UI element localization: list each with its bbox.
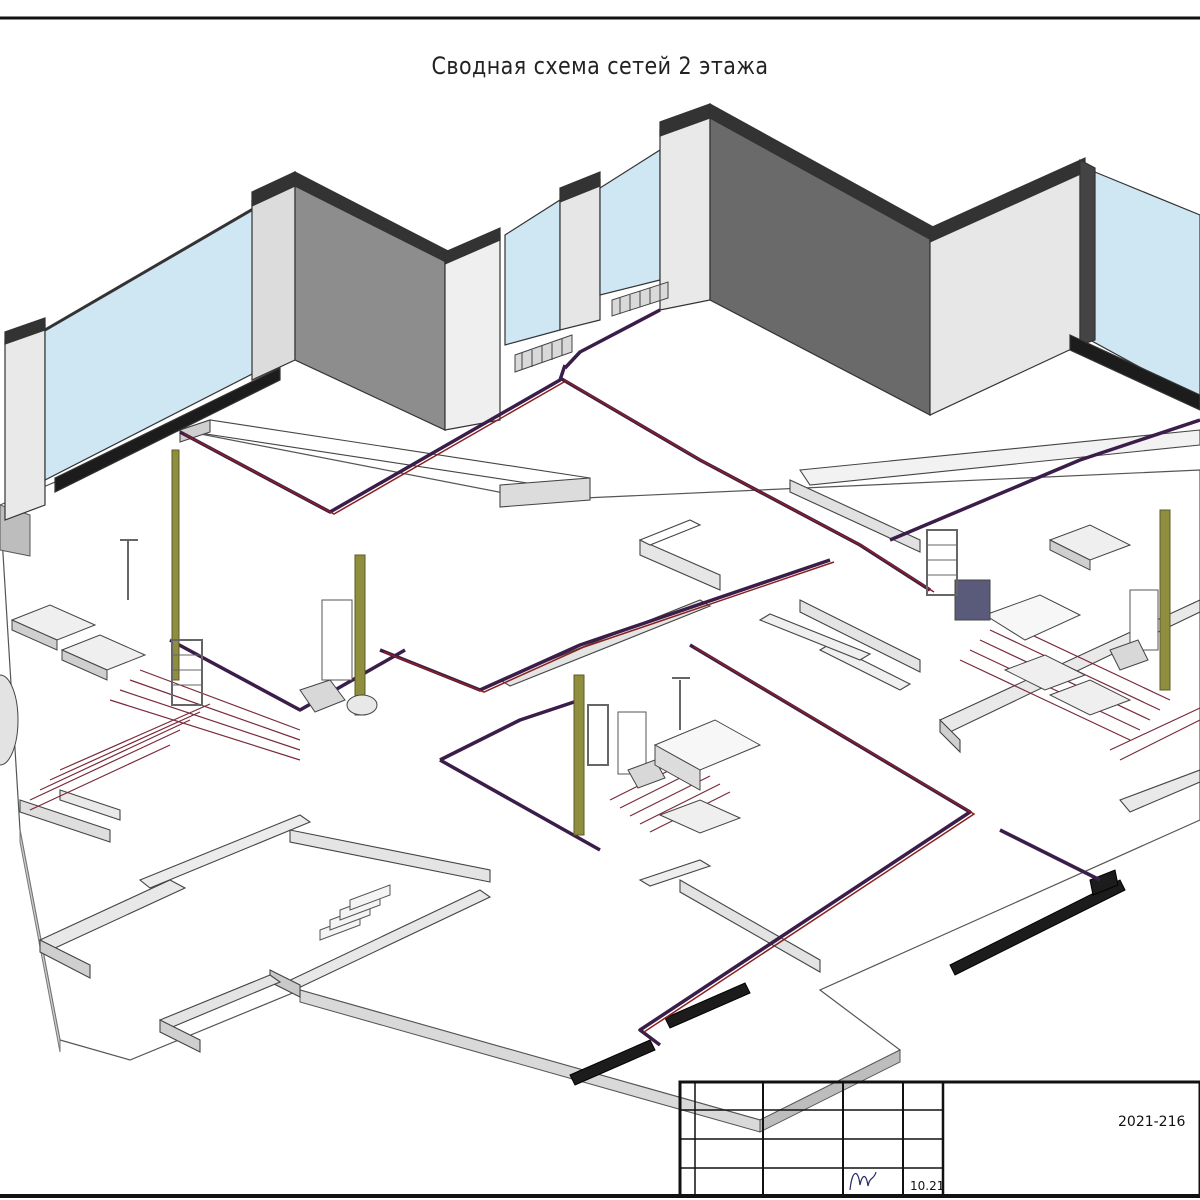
- sink: [1048, 679, 1132, 716]
- toilet: [299, 679, 346, 713]
- stairs: [319, 884, 391, 941]
- riser: [354, 554, 366, 716]
- window-middle-1: [504, 198, 561, 346]
- riser: [171, 449, 180, 681]
- drawing-title: Сводная схема сетей 2 этажа: [431, 52, 769, 80]
- signature: [849, 1171, 877, 1191]
- sink: [1003, 654, 1087, 691]
- convector: [664, 982, 751, 1029]
- bathtub: [983, 594, 1082, 641]
- riser: [1159, 509, 1171, 691]
- toilet: [1109, 639, 1149, 671]
- heated-towel-rail: [587, 704, 609, 766]
- floor-convectors: [569, 869, 1126, 1086]
- convector: [1089, 869, 1119, 896]
- window-radiators: [514, 281, 669, 373]
- title-block: [678, 1080, 1200, 1198]
- shower-column: [672, 677, 690, 730]
- exterior-walls: [4, 102, 1200, 521]
- convector: [569, 1039, 656, 1086]
- floor-slabs: [0, 429, 1200, 1133]
- supply-pipes: [183, 379, 976, 1033]
- stamp-code: 2021-216: [1118, 1114, 1185, 1130]
- window-middle-2: [599, 148, 661, 296]
- heated-towel-rail: [171, 639, 203, 706]
- toilet: [627, 759, 666, 789]
- underfloor-loop-left: [29, 669, 301, 811]
- sink: [658, 799, 742, 834]
- installation-frame: [1129, 589, 1159, 651]
- bay-wall-2: [709, 110, 931, 416]
- floor-slab-edge: [759, 1049, 901, 1133]
- riser: [573, 674, 585, 836]
- stamp-date: 10.21: [910, 1179, 944, 1193]
- manifold: [954, 579, 991, 621]
- partition-walls: [19, 419, 1200, 1053]
- bidet: [346, 694, 378, 716]
- bathroom-right: [926, 524, 1159, 716]
- radiator: [514, 334, 573, 373]
- wall-pier-left: [4, 324, 46, 521]
- bathroom-left: [0, 539, 378, 766]
- convector: [949, 879, 1126, 976]
- installation-frame: [617, 711, 647, 775]
- bathroom-center: [587, 677, 762, 834]
- bathtub: [0, 674, 19, 766]
- heated-towel-rail: [926, 529, 958, 596]
- shower-column: [120, 539, 138, 600]
- installation-frame: [321, 599, 353, 681]
